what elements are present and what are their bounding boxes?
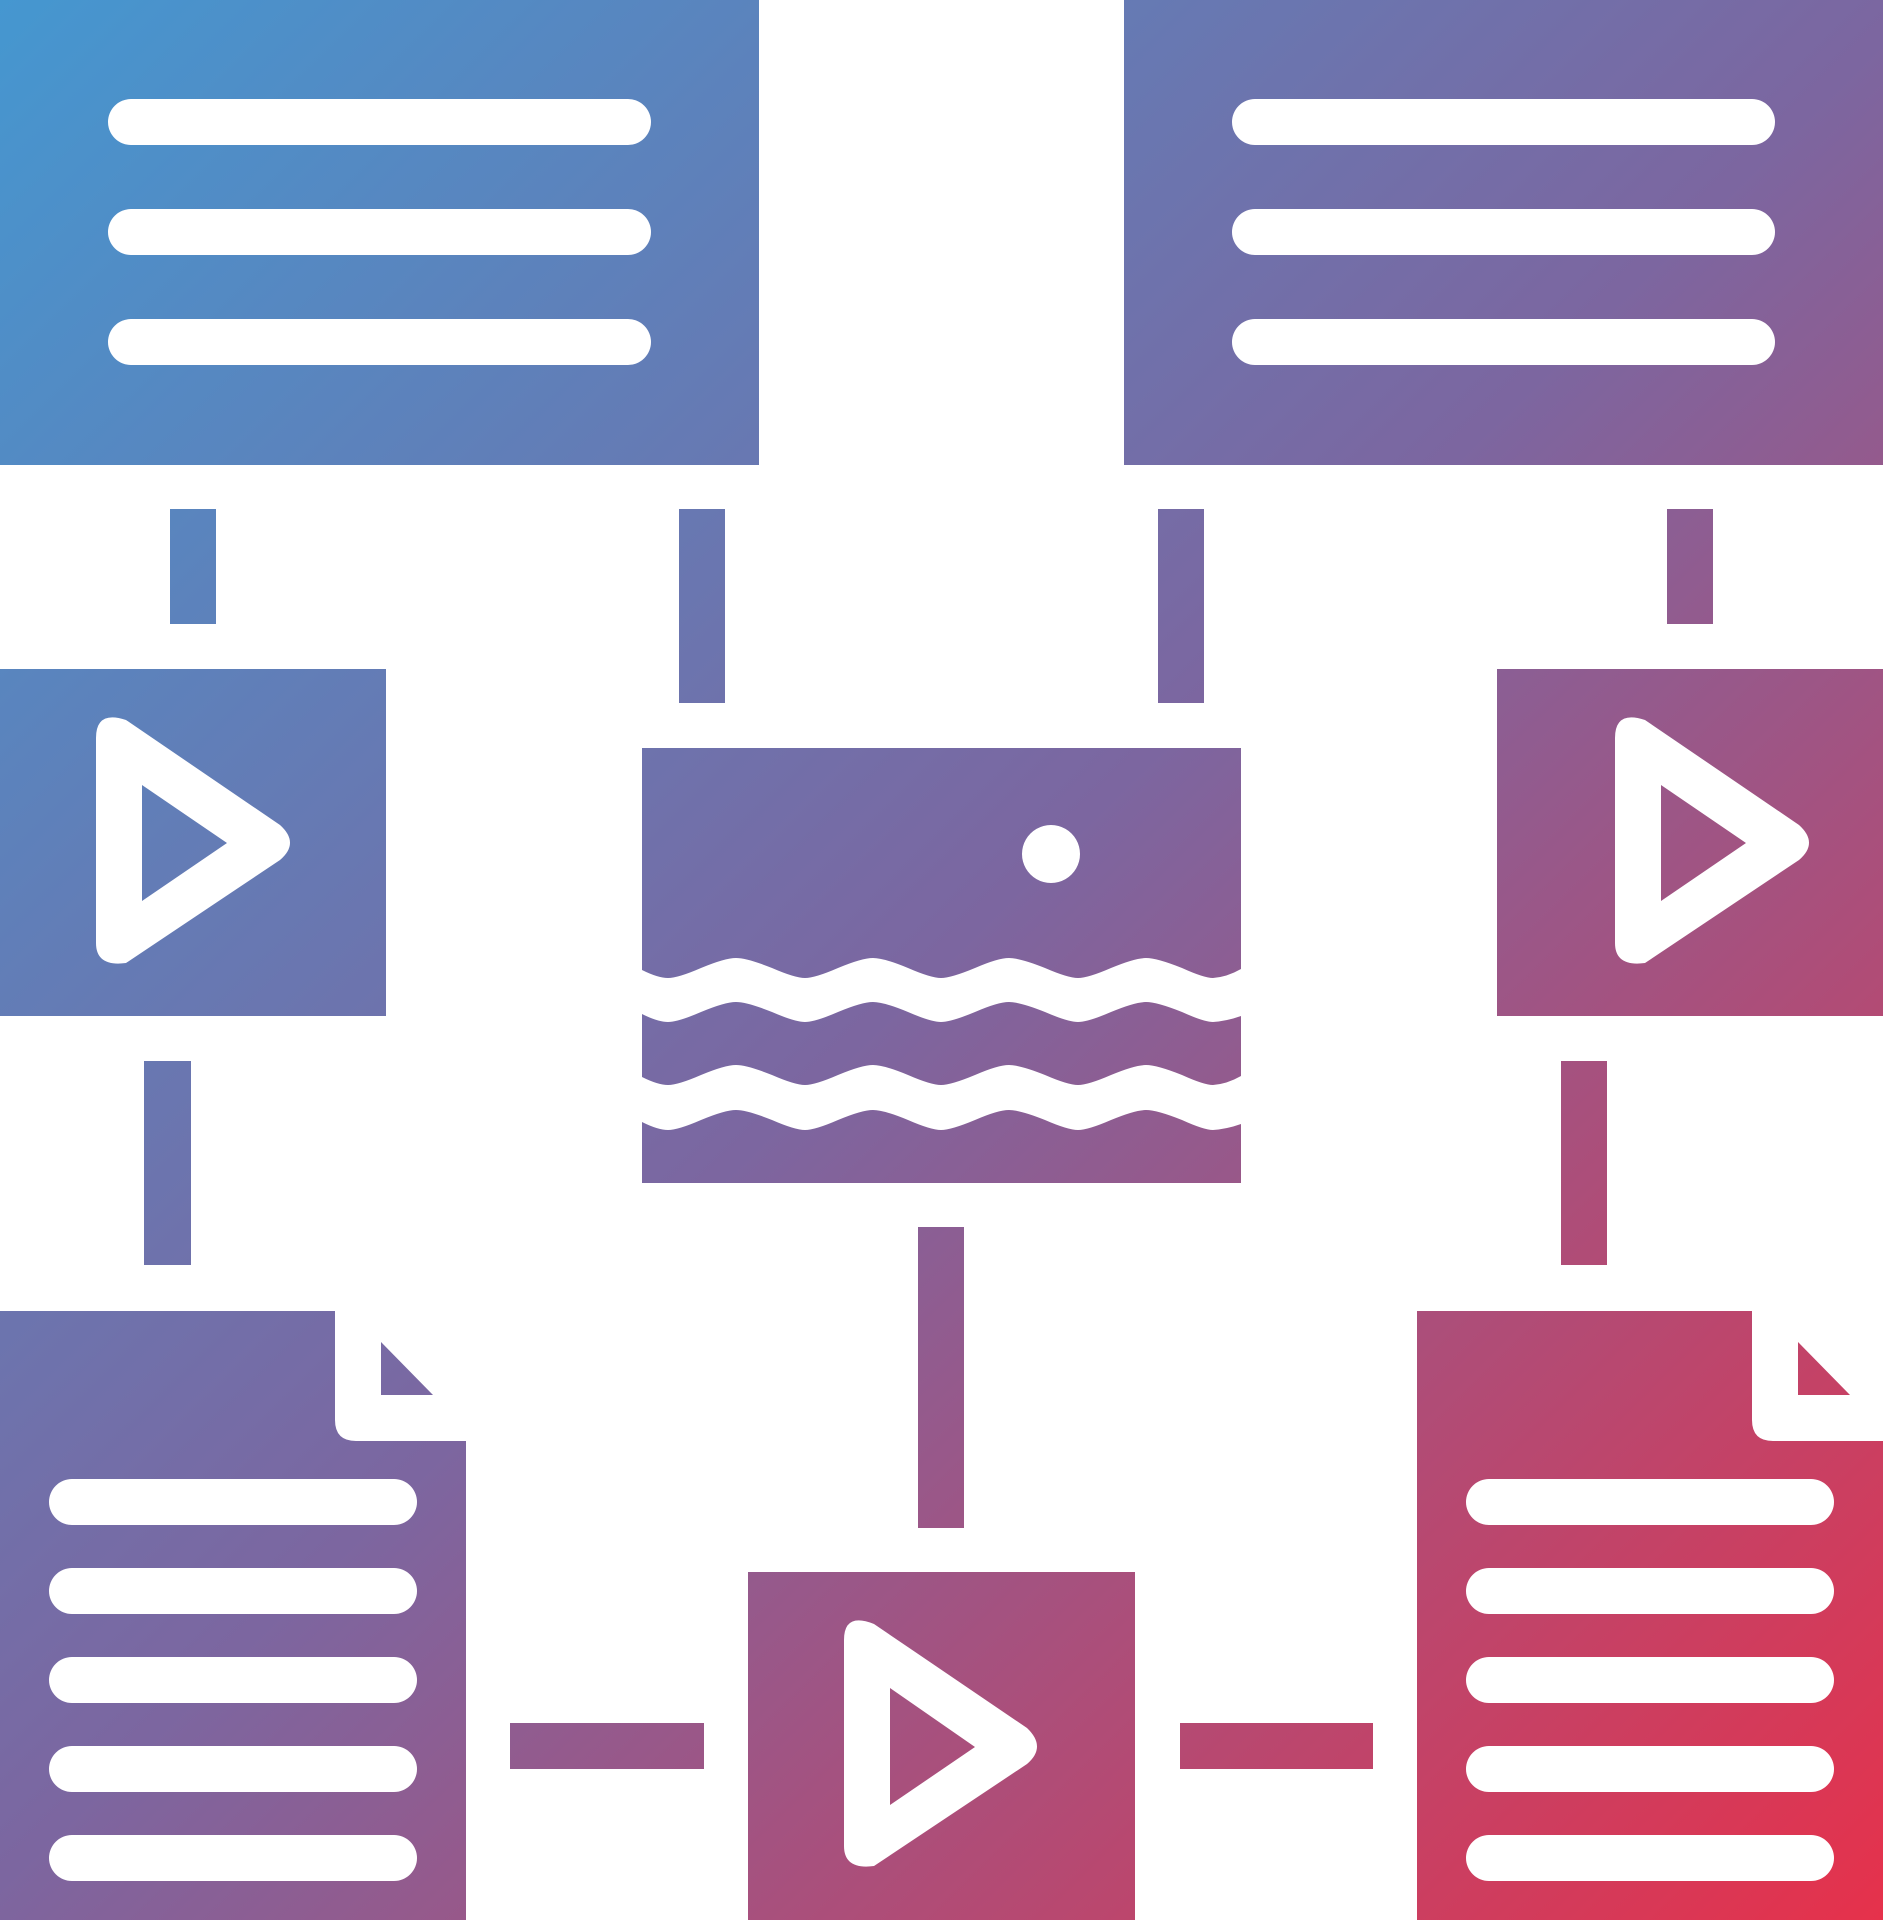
video-card-left [0, 669, 386, 1016]
connector-top-right-to-video-right [1667, 509, 1713, 624]
document-icon [1417, 1311, 1883, 1920]
connector-video-bottom-to-document-right [1180, 1723, 1373, 1769]
text-lines-icon [1124, 0, 1883, 465]
text-block-top-right [1124, 0, 1883, 465]
connector-image-to-video-bottom [918, 1227, 964, 1528]
document-bottom-left [0, 1311, 466, 1920]
connector-top-left-to-video-left [170, 509, 216, 624]
text-lines-icon [0, 0, 759, 465]
connector-document-left-to-video-bottom [510, 1723, 704, 1769]
document-fold-corner [381, 1342, 433, 1395]
document-fold-corner [1798, 1342, 1850, 1395]
connector-top-left-to-image [679, 509, 725, 703]
connectors [144, 509, 1713, 1769]
image-card-center [642, 748, 1241, 1183]
connector-video-right-to-document-right [1561, 1061, 1607, 1265]
video-card-bottom-center [748, 1572, 1135, 1920]
play-icon [0, 669, 386, 1016]
document-bottom-right [1417, 1311, 1883, 1920]
play-icon [748, 1572, 1135, 1920]
connector-video-left-to-document-left [144, 1061, 191, 1265]
document-icon [0, 1311, 466, 1920]
play-icon [1497, 669, 1883, 1016]
text-block-top-left [0, 0, 759, 465]
connector-top-right-to-image [1158, 509, 1204, 703]
landscape-image-icon [642, 748, 1241, 1183]
video-card-right [1497, 669, 1883, 1016]
